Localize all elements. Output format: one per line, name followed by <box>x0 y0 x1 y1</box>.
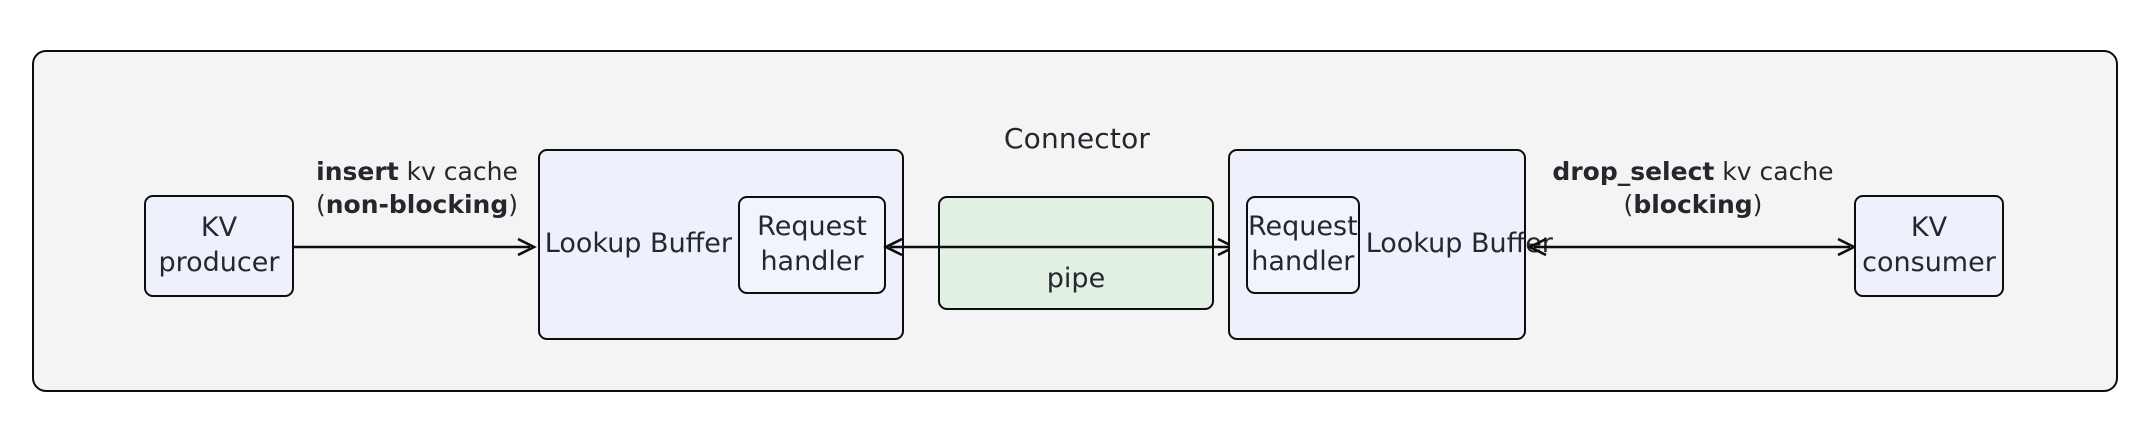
edge-label-drop-line1: drop_select kv cache <box>1530 155 1856 188</box>
handler-right-line1: Request <box>1248 210 1358 242</box>
edge-label-drop-line2: (blocking) <box>1530 188 1856 221</box>
blocking-token: blocking <box>1633 190 1753 219</box>
buffer-right-row: Request handler Lookup Buffer <box>1230 151 1553 338</box>
insert-paren-open: ( <box>315 190 326 219</box>
node-lookup-buffer-left[interactable]: Lookup Buffer Request handler <box>538 149 904 340</box>
node-kv-producer[interactable]: KV producer <box>144 195 294 297</box>
drop-select-bold-token: drop_select <box>1552 157 1715 186</box>
buffer-left-name-line1: Lookup <box>544 228 642 260</box>
node-kv-consumer[interactable]: KV consumer <box>1854 195 2004 297</box>
drop-select-rest-token: kv cache <box>1714 157 1834 186</box>
drop-paren-open: ( <box>1623 190 1634 219</box>
buffer-left-name-line2: Buffer <box>650 228 732 260</box>
arrow-drop-select-bidirectional <box>1527 237 1857 257</box>
node-pipe[interactable]: pipe <box>938 196 1214 310</box>
buffer-left-name: Lookup Buffer <box>545 227 732 262</box>
arrow-insert-kv-cache <box>294 237 537 257</box>
handler-left-line2: handler <box>760 245 864 277</box>
edge-label-insert-line2: (non-blocking) <box>294 188 540 221</box>
arrow-pipe-bidirectional <box>883 237 1237 257</box>
node-lookup-buffer-right[interactable]: Request handler Lookup Buffer <box>1228 149 1553 340</box>
kv-consumer-line2: consumer <box>1862 247 1996 278</box>
buffer-right-name: Lookup Buffer <box>1366 227 1553 262</box>
drop-paren-close: ) <box>1752 190 1763 219</box>
handler-right-line2: handler <box>1251 245 1355 277</box>
edge-label-drop-select: drop_select kv cache (blocking) <box>1530 155 1856 221</box>
non-blocking-token: non-blocking <box>325 190 509 219</box>
insert-paren-close: ) <box>508 190 519 219</box>
node-request-handler-left[interactable]: Request handler <box>738 195 886 294</box>
edge-label-insert-line1: insert kv cache <box>294 155 540 188</box>
pipe-label: pipe <box>1046 263 1106 294</box>
node-request-handler-right[interactable]: Request handler <box>1246 195 1360 294</box>
insert-bold-token: insert <box>316 157 399 186</box>
kv-producer-line1: KV <box>200 212 238 244</box>
connector-title: Connector <box>1003 122 1151 155</box>
handler-left-line1: Request <box>757 210 867 242</box>
edge-label-insert: insert kv cache (non-blocking) <box>294 155 540 221</box>
buffer-left-row: Lookup Buffer Request handler <box>540 151 902 338</box>
insert-rest-token: kv cache <box>398 157 518 186</box>
kv-consumer-line1: KV <box>1910 212 1948 244</box>
buffer-right-name-line1: Lookup <box>1365 228 1463 260</box>
kv-producer-line2: producer <box>158 247 280 278</box>
